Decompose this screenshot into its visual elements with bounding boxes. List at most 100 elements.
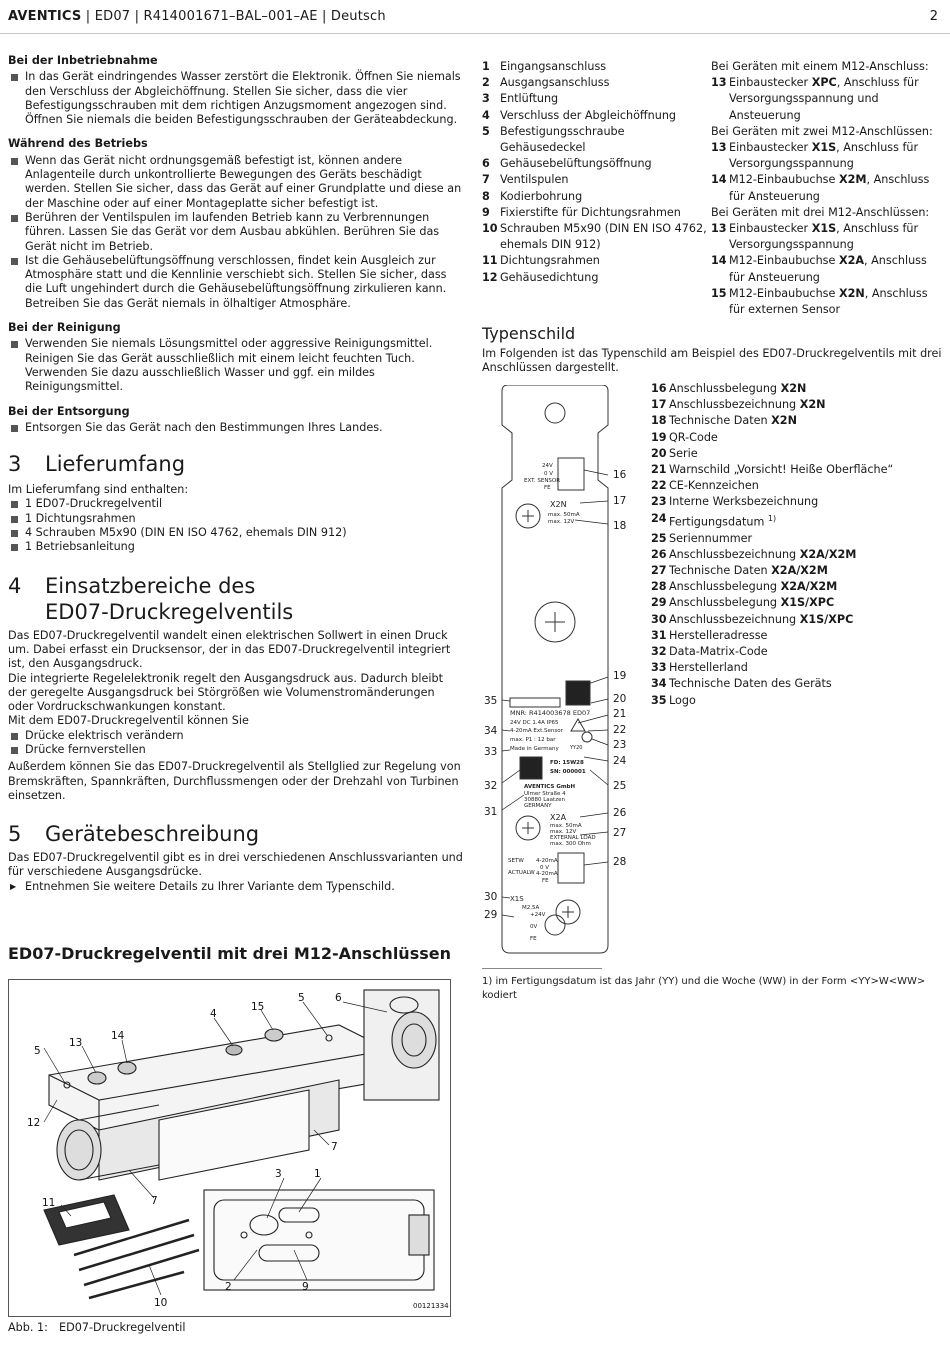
plate-callout: 33 [484,746,498,758]
paragraph: Das ED07-Druckregelventil wandelt einen … [8,628,451,671]
legend-group-title: Bei Geräten mit zwei M12-Anschlüssen: [711,124,933,138]
footnote-rule [482,968,602,969]
list-item: 1 Betriebsanleitung [8,540,463,554]
svg-text:X1S: X1S [510,895,524,903]
fig-callout: 2 [225,1281,232,1293]
section-title: Bei der Reinigung [8,321,121,335]
fig-callout: 5 [34,1045,41,1057]
left-column: Bei der Inbetriebnahme In das Gerät eind… [8,54,463,894]
fig-callout: 3 [275,1168,282,1180]
svg-text:Ulmer Straße 4: Ulmer Straße 4 [524,791,566,797]
svg-text:max. 300 Ohm: max. 300 Ohm [550,841,591,847]
section-title: Bei der Inbetriebnahme [8,54,158,67]
plate-callout: 29 [484,909,498,921]
list-item: Ist die Gehäusebelüftungsöffnung verschl… [8,254,463,311]
plate-callout: 30 [484,891,498,903]
svg-text:SETW: SETW [508,858,524,864]
paragraph: Außerdem können Sie das ED07-Druckregelv… [8,760,461,802]
svg-text:0 V: 0 V [544,471,553,477]
legend-group-title: Bei Geräten mit einem M12-Anschluss: [711,60,929,73]
svg-text:0 V: 0 V [540,865,549,871]
typenschild-intro: Im Folgenden ist das Typenschild am Beis… [482,347,942,375]
plate-callout: 28 [613,856,627,868]
svg-text:30880 Laatzen: 30880 Laatzen [524,797,565,803]
svg-text:24V: 24V [542,463,553,469]
svg-text:max. 50mA: max. 50mA [548,512,580,518]
paragraph: Die integrierte Regelelektronik regelt d… [8,671,443,714]
running-header: AVENTICS | ED07 | R414001671–BAL–001–AE … [8,9,386,24]
svg-text:FD: 15W28: FD: 15W28 [550,760,584,766]
figure-code: 00121334 [413,1302,449,1310]
section-title: Bei der Entsorgung [8,404,130,418]
plate-callout: 24 [613,755,627,767]
svg-text:SN: 000001: SN: 000001 [550,769,586,775]
list-item: 4 Schrauben M5x90 (DIN EN ISO 4762, ehem… [8,526,463,540]
section-title: Während des Betriebs [8,137,148,151]
plate-callout: 32 [484,780,498,792]
device-figure: 5 13 14 4 15 5 6 12 7 7 3 1 11 2 9 10 00… [8,979,451,1317]
svg-text:GERMANY: GERMANY [524,803,552,809]
list-item: Berühren der Ventilspulen im laufenden B… [8,211,463,254]
legend-group-title: Bei Geräten mit drei M12-Anschlüssen: [711,205,930,219]
fig-callout: 1 [314,1168,321,1180]
plate-callout: 18 [613,520,627,532]
svg-text:4-20mA Ext.Sensor: 4-20mA Ext.Sensor [510,728,564,734]
svg-text:M2,5A: M2,5A [522,905,539,911]
fig-callout: 14 [111,1030,125,1042]
paragraph: Mit dem ED07-Druckregelventil können Sie [8,714,249,728]
svg-text:FE: FE [530,936,537,942]
plate-callout: 27 [613,827,627,839]
nameplate-drawing: 24V 0 V EXT. SENSOR FE X2N max. 50mA max… [501,385,609,954]
list-item: 1 ED07-Druckregelventil [8,497,463,511]
fig-callout: 6 [335,992,342,1004]
svg-text:4-20mA: 4-20mA [536,858,558,864]
fig-callout: 10 [154,1297,167,1309]
paragraph: Im Lieferumfang sind enthalten: [8,483,189,497]
plate-callout: 23 [613,739,627,751]
fig-callout: 7 [151,1195,158,1207]
list-item: Entsorgen Sie das Gerät nach den Bestimm… [8,421,463,435]
fig-callout: 4 [210,1008,217,1020]
instruction-step: Entnehmen Sie weitere Details zu Ihrer V… [8,880,463,895]
plate-callout: 22 [613,724,627,736]
svg-text:FE: FE [544,485,551,491]
fig-callout: 5 [298,992,305,1004]
svg-text:max. 12V: max. 12V [550,829,576,835]
svg-text:FE: FE [542,878,549,884]
plate-callout: 31 [484,806,498,818]
fig-callout: 11 [42,1197,55,1209]
section-heading-typenschild: Typenschild [482,324,576,343]
plate-callout: 26 [613,807,627,819]
svg-text:AVENTICS GmbH: AVENTICS GmbH [524,784,575,790]
plate-callout: 16 [613,469,627,481]
svg-text:max. P1 : 12 bar: max. P1 : 12 bar [510,737,556,743]
device-drawing: 5 13 14 4 15 5 6 12 7 7 3 1 11 2 9 10 00… [27,989,449,1310]
brand: AVENTICS [8,9,82,24]
